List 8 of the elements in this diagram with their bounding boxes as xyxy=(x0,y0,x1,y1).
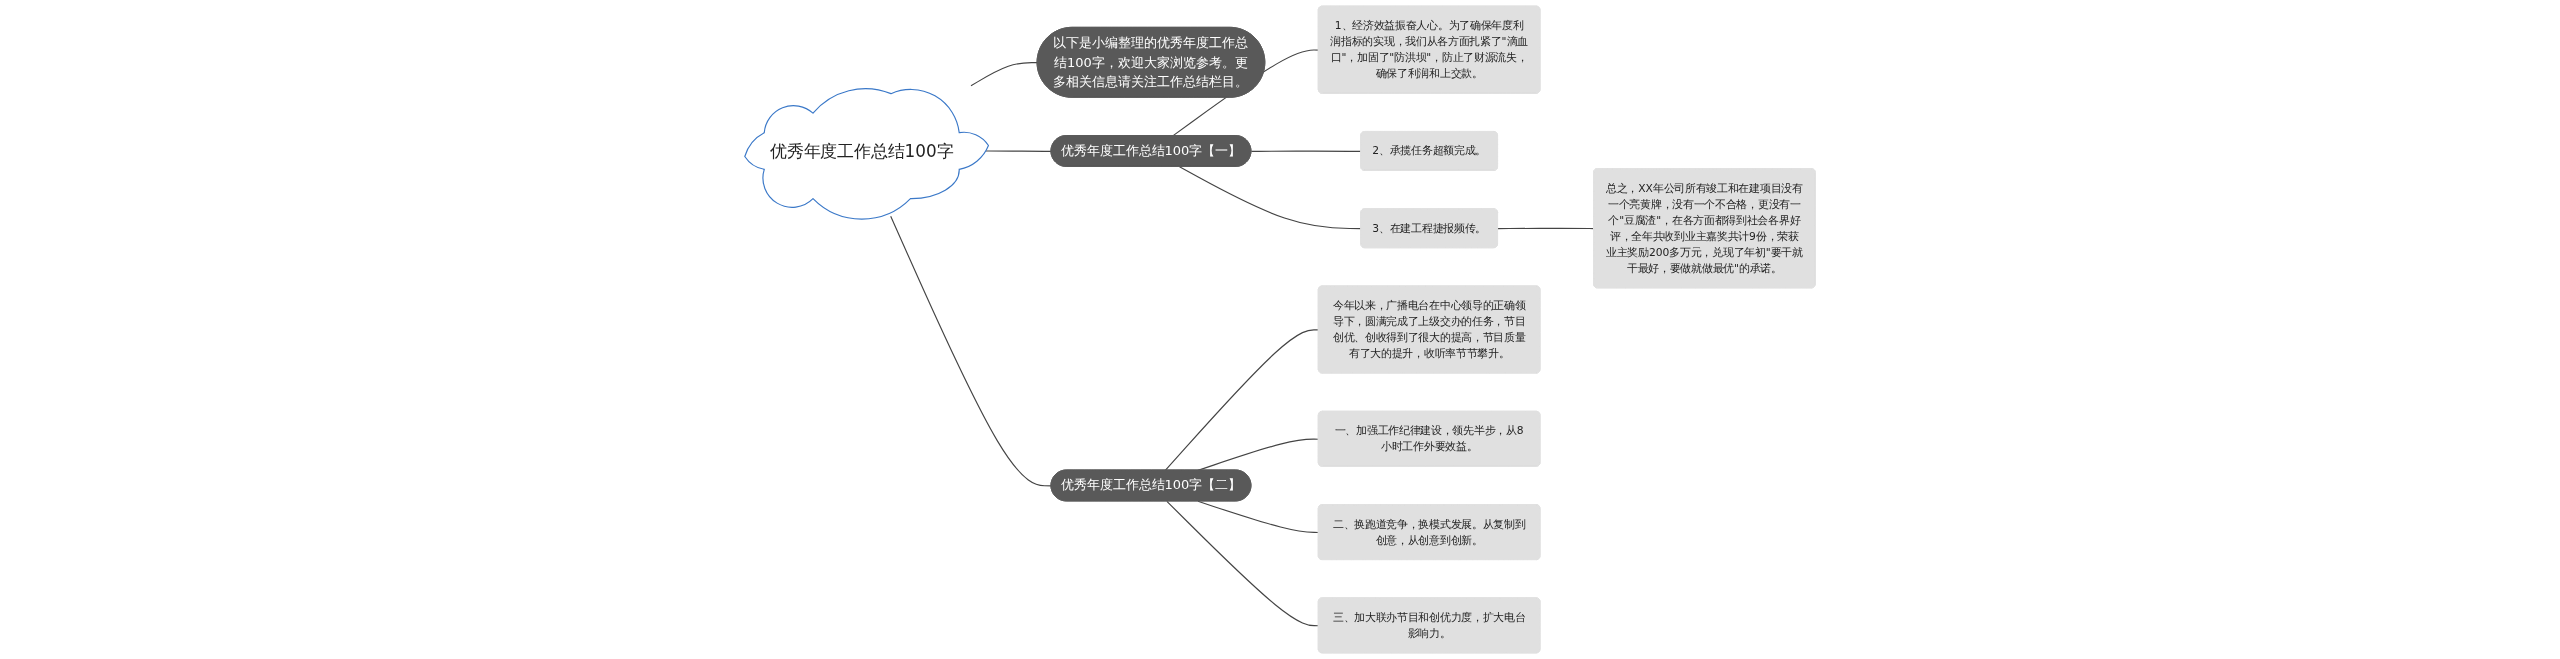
connector xyxy=(1166,500,1320,627)
connector xyxy=(1250,150,1362,152)
connector xyxy=(1197,500,1320,534)
connector xyxy=(1178,166,1362,230)
connector xyxy=(1164,329,1320,471)
connector xyxy=(1497,227,1595,230)
connector xyxy=(970,62,1039,87)
connector xyxy=(890,215,1052,487)
